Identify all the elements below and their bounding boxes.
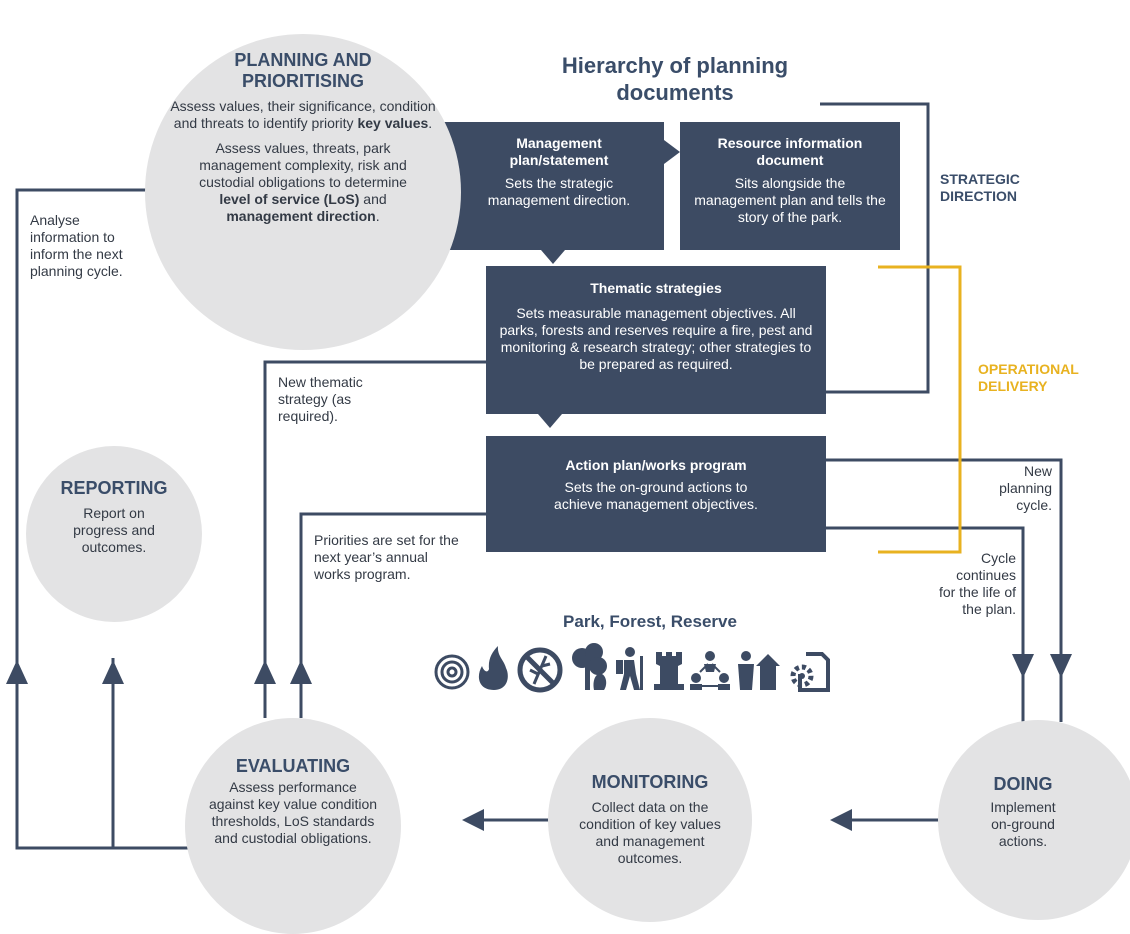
arrow-up-thematic: [254, 660, 276, 684]
new-planning-cycle-line: [826, 458, 1063, 722]
strategic-line-2: DIRECTION: [940, 188, 1017, 204]
box-pointer-down: [538, 414, 562, 428]
doing-body: Implement on-ground actions.: [990, 799, 1056, 849]
planning-text-2e: .: [375, 208, 380, 224]
thematic-strategies-box: Thematic strategies Sets measurable mana…: [486, 266, 826, 428]
box-pointer-down: [541, 250, 565, 264]
monitoring-title: MONITORING: [591, 772, 709, 792]
strategic-direction-label: STRATEGIC DIRECTION: [940, 171, 1020, 205]
reporting-title: REPORTING: [60, 478, 168, 498]
arrow-down-new-cycle: [1050, 654, 1072, 678]
analyse-note: Analyse information to inform the next p…: [30, 212, 123, 279]
reporting-circle: [26, 446, 202, 622]
resource-info-title: Resource information document: [717, 135, 863, 168]
management-plan-title: Management plan/statement: [509, 135, 609, 168]
community-icon: [690, 651, 730, 690]
operational-bracket: [878, 265, 962, 554]
strategic-bracket: [820, 102, 930, 394]
arrow-down-continues: [1012, 654, 1034, 678]
planning-text-1a: Assess values, their significance, condi…: [170, 98, 436, 131]
planning-management-direction: management direction: [226, 208, 376, 224]
thematic-title: Thematic strategies: [590, 280, 722, 296]
planning-los: level of service (LoS): [219, 191, 360, 207]
ranger-hut-icon: [738, 651, 780, 690]
planning-text-1: Assess values, their significance, condi…: [165, 98, 441, 132]
planning-text-1c: .: [428, 115, 433, 131]
box-pointer-right: [664, 140, 680, 164]
reporting-text: REPORTING Report on progress and outcome…: [46, 478, 182, 556]
diagram-title: Hierarchy of planning documents: [561, 53, 789, 105]
monitoring-text: MONITORING Collect data on the condition…: [560, 772, 740, 867]
target-rings-icon: [434, 654, 470, 690]
action-plan-title: Action plan/works program: [565, 457, 747, 473]
planning-text-2: Assess values, threats, park management …: [190, 140, 416, 225]
planning-text-2c: and: [363, 191, 387, 207]
hiker-icon: [616, 647, 643, 690]
planning-text-2a: Assess values, threats, park management …: [199, 140, 407, 190]
monitoring-circle: [548, 718, 752, 922]
evaluating-body: Assess performance against key value con…: [208, 779, 378, 846]
management-plan-box: Management plan/statement Sets the strat…: [437, 122, 680, 264]
action-plan-body: Sets the on-ground actions to achieve ma…: [554, 479, 758, 512]
strategic-line-1: STRATEGIC: [940, 171, 1020, 187]
operational-line-2: DELIVERY: [978, 378, 1048, 394]
operational-line-1: OPERATIONAL: [978, 361, 1079, 377]
arrow-left-monitoring: [830, 809, 852, 831]
evaluating-circle: [185, 718, 401, 934]
new-cycle-note: New planning cycle.: [999, 463, 1052, 513]
monitoring-body: Collect data on the condition of key val…: [579, 799, 721, 866]
evaluating-title: EVALUATING: [235, 756, 351, 776]
resource-info-body: Sits alongside the management plan and t…: [694, 175, 886, 225]
analyse-loop-line: [15, 188, 255, 850]
evaluating-text: EVALUATING Assess performance against ke…: [195, 756, 391, 847]
asset-gear-icon: [790, 652, 830, 692]
priorities-note: Priorities are set for the next year’s a…: [314, 532, 459, 582]
cycle-continues-note: Cycle continues for the life of the plan…: [938, 550, 1016, 617]
new-thematic-note: New thematic strategy (as required).: [278, 374, 363, 424]
thematic-body: Sets measurable management objectives. A…: [499, 305, 813, 372]
reporting-body: Report on progress and outcomes.: [73, 505, 155, 555]
arrow-up-analyse: [6, 660, 28, 684]
park-title: Park, Forest, Reserve: [563, 612, 737, 631]
arrow-left-evaluating: [462, 809, 484, 831]
doing-text: DOING Implement on-ground actions.: [968, 774, 1078, 850]
planning-title: PLANNING AND PRIORITISING: [234, 50, 372, 91]
planning-text: PLANNING AND PRIORITISING Assess values,…: [165, 50, 441, 225]
operational-delivery-label: OPERATIONAL DELIVERY: [978, 361, 1079, 395]
arrow-up-reporting: [102, 660, 124, 684]
action-plan-box: Action plan/works program Sets the on-gr…: [486, 436, 826, 552]
park-icons-row: [434, 626, 874, 694]
no-pests-icon: [517, 647, 563, 693]
doing-title: DOING: [993, 774, 1053, 794]
planning-circle: [145, 34, 461, 350]
priorities-line: [299, 512, 486, 718]
planning-key-values: key values: [357, 115, 429, 131]
new-thematic-line: [263, 360, 486, 718]
management-plan-body: Sets the strategic management direction.: [487, 175, 631, 208]
resource-info-box: Resource information document Sits along…: [680, 122, 900, 250]
flora-fauna-icon: [572, 643, 607, 690]
tower-icon: [654, 652, 684, 690]
doing-circle: [938, 720, 1130, 920]
arrow-up-priorities: [290, 660, 312, 684]
fire-icon: [478, 646, 508, 690]
